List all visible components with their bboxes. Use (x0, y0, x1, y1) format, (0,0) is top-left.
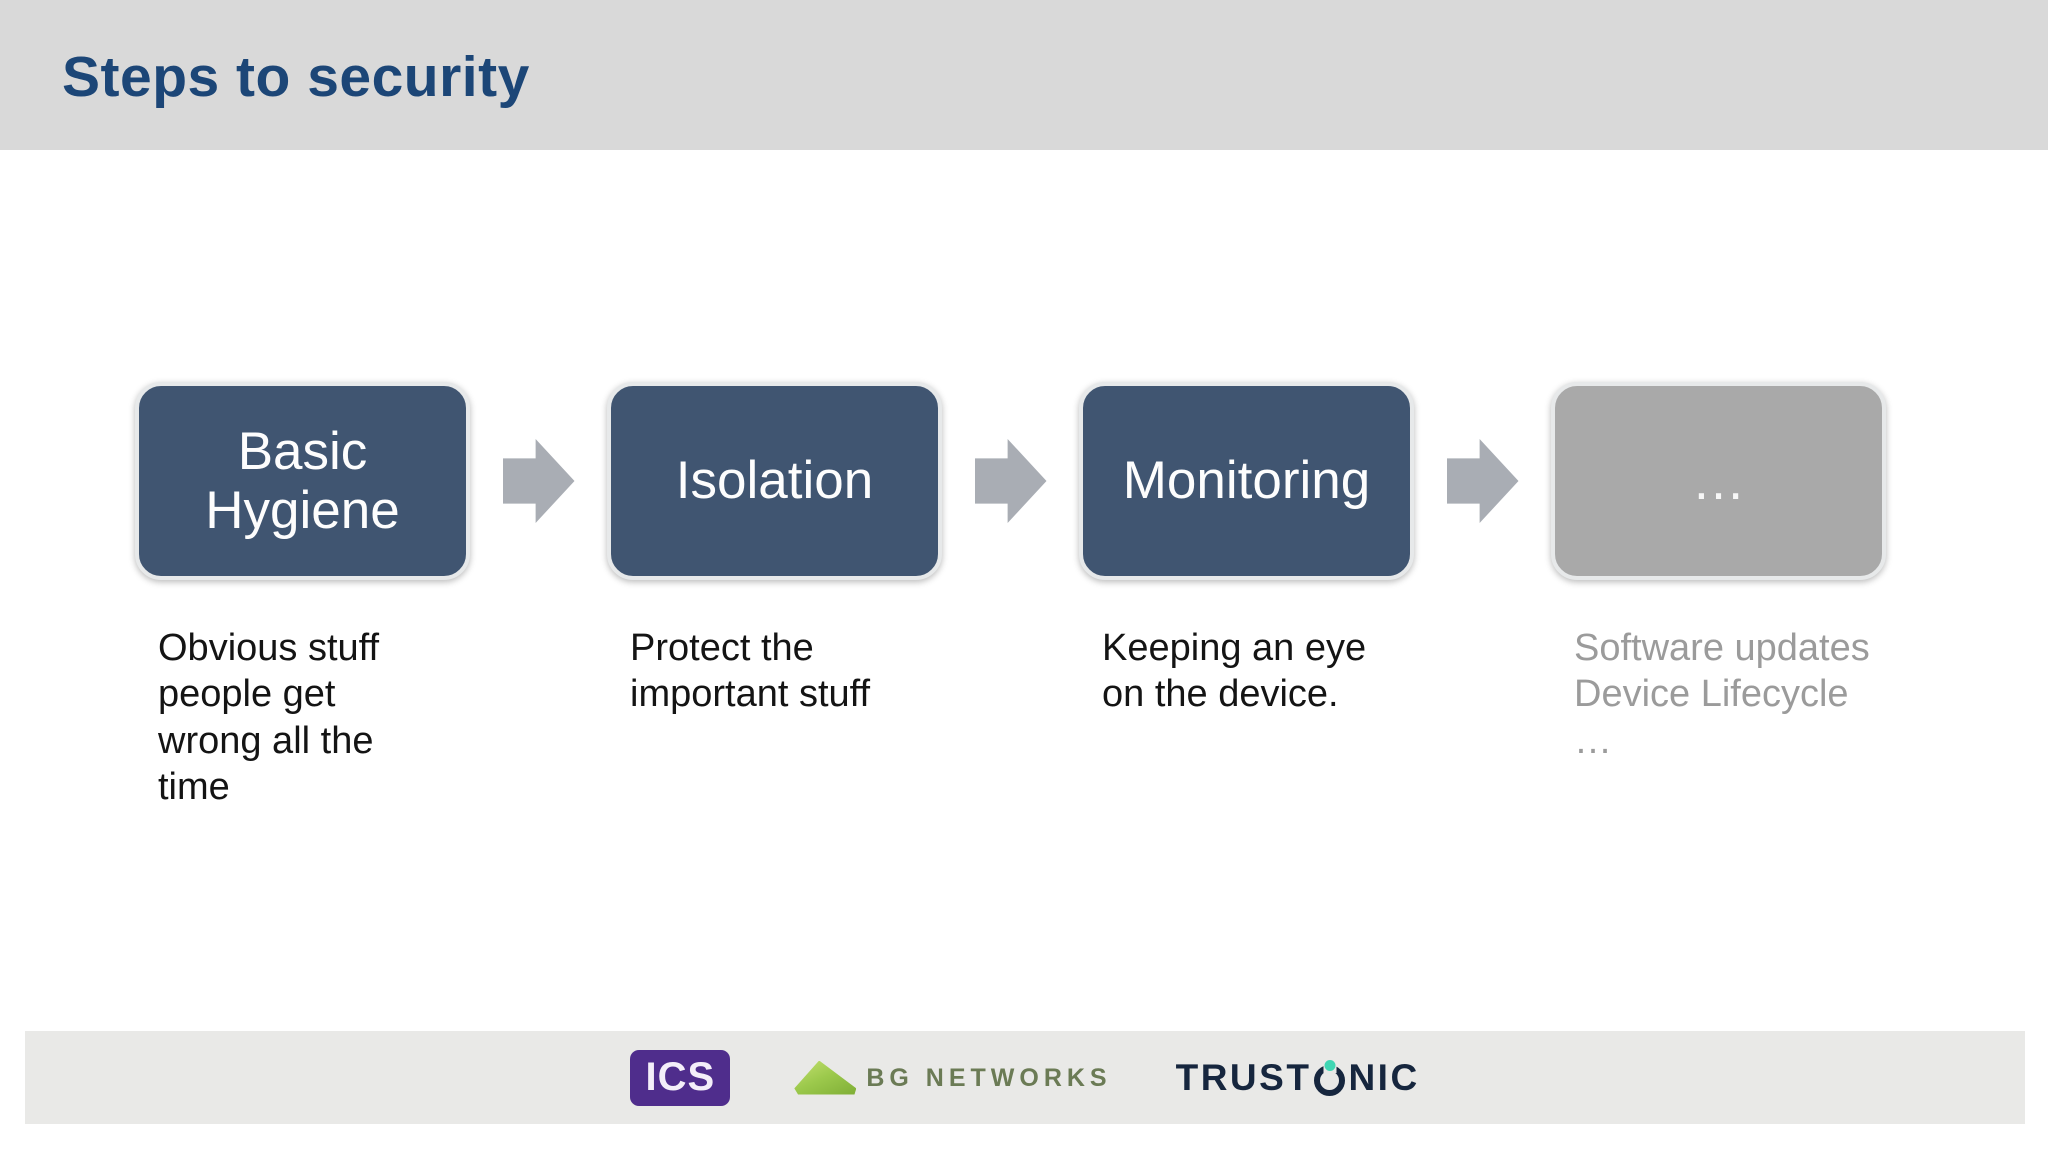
bg-networks-logo: BG NETWORKS (794, 1060, 1112, 1095)
bg-networks-logo-text: BG NETWORKS (866, 1064, 1112, 1092)
step-box-more: … (1551, 382, 1886, 580)
step-description-monitoring: Keeping an eye on the device. (1102, 627, 1367, 716)
arrow-cell (1414, 382, 1551, 580)
trustonic-teal-dot-icon (1324, 1060, 1336, 1071)
description-gap (470, 625, 607, 810)
arrow-cell (470, 382, 607, 580)
trustonic-logo-text-suffix: NIC (1348, 1056, 1420, 1098)
trustonic-logo-text-prefix: TRUST (1175, 1056, 1312, 1098)
trustonic-logo: TRUST NIC (1176, 1057, 1420, 1099)
trustonic-o-icon (1314, 1060, 1346, 1096)
ics-logo-text: ICS (645, 1055, 716, 1099)
process-flow: Basic Hygiene Isolation Monitoring … (135, 382, 1886, 580)
bg-networks-mountain-icon (794, 1060, 857, 1095)
slide-title: Steps to security (62, 45, 530, 109)
slide-header: Steps to security (0, 0, 2048, 150)
description-gap (942, 625, 1079, 810)
arrow-cell (942, 382, 1079, 580)
right-arrow-icon (1446, 439, 1519, 523)
step-description-isolation: Protect the important stuff (630, 627, 871, 716)
description-gap (1414, 625, 1551, 810)
step-box-basic-hygiene: Basic Hygiene (135, 382, 470, 580)
step-box-isolation: Isolation (607, 382, 942, 580)
right-arrow-icon (502, 439, 575, 523)
ics-logo: ICS (630, 1049, 731, 1106)
right-arrow-icon (974, 439, 1047, 523)
step-description-more: Software updates Device Lifecycle … (1574, 627, 1870, 762)
footer-bar: ICS BG NETWORKS TRUST NIC (25, 1031, 2025, 1124)
step-descriptions: Obvious stuff people get wrong all the t… (135, 625, 1886, 810)
step-box-monitoring: Monitoring (1079, 382, 1414, 580)
step-description-basic-hygiene: Obvious stuff people get wrong all the t… (158, 627, 380, 809)
